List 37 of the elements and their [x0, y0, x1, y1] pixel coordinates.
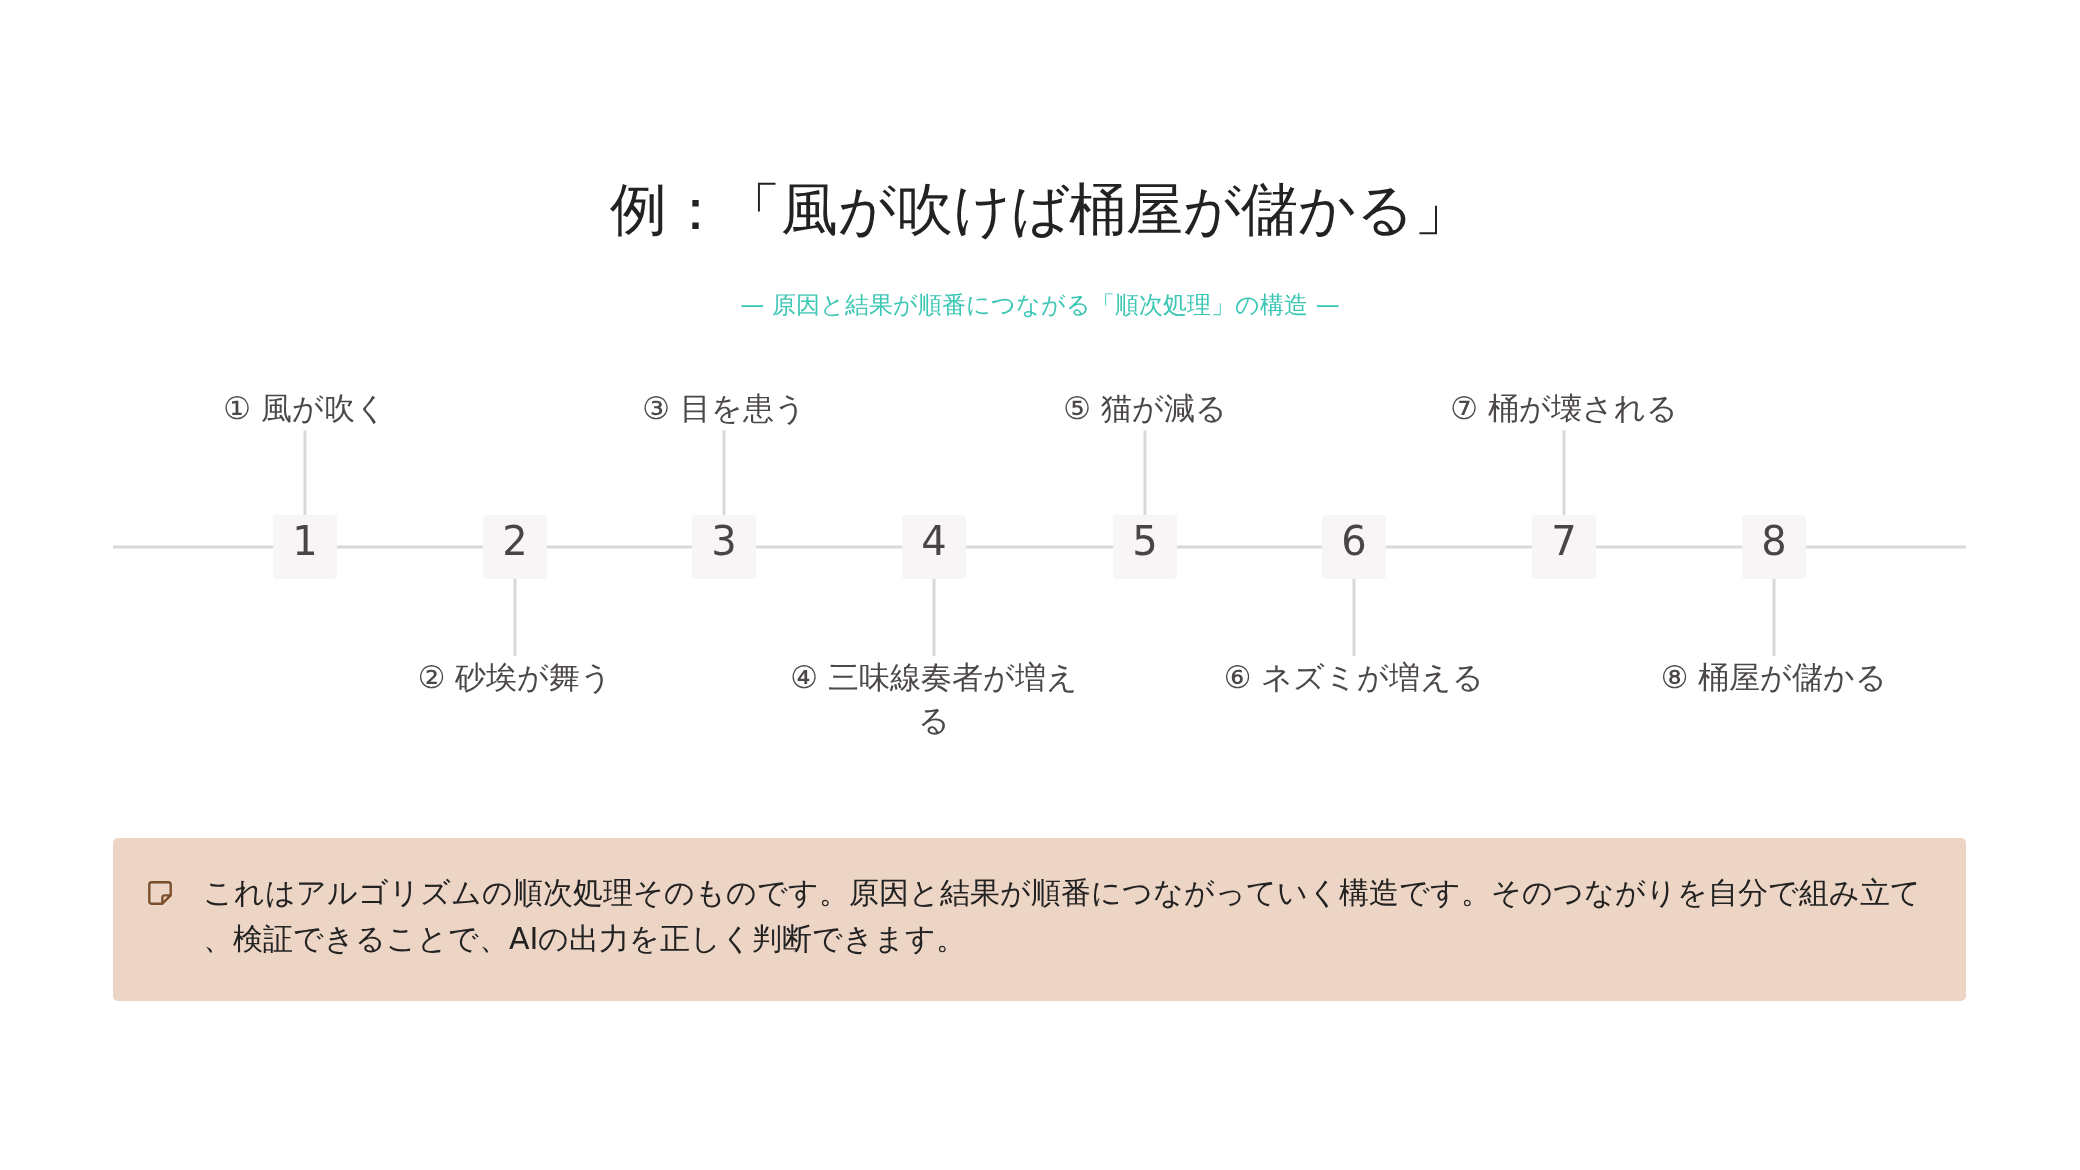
timeline-line	[756, 545, 902, 549]
leader-line	[303, 430, 307, 515]
leader-line	[1143, 430, 1147, 515]
timeline-line	[1806, 545, 1966, 549]
step-caption: ⑦ 桶が壊される	[1450, 387, 1678, 431]
timeline-line	[1177, 545, 1322, 549]
title: 例：「風が吹けば桶屋が儲かる」	[609, 175, 1471, 244]
leader-line	[1562, 430, 1566, 515]
step-number-box: 7	[1532, 515, 1596, 579]
leader-line	[722, 430, 726, 515]
leader-line	[513, 579, 517, 656]
leader-line	[1772, 579, 1776, 656]
step-number-box: 1	[273, 515, 337, 579]
note-text: これはアルゴリズムの順次処理そのものです。原因と結果が順番につながっていく構造です。そのつながりを自分で組み立て、検証できることで、AIの出力を正しく判断できます。	[203, 874, 1922, 958]
step-number-box: 4	[902, 515, 966, 579]
step-number-box: 6	[1322, 515, 1386, 579]
note-panel	[113, 838, 1966, 1001]
timeline-line	[966, 545, 1113, 549]
step-caption: ② 砂埃が舞う	[417, 656, 613, 700]
step-caption: ⑧ 桶屋が儲かる	[1660, 656, 1888, 700]
step-number-box: 3	[692, 515, 756, 579]
timeline-line	[1386, 545, 1532, 549]
step-caption: ① 風が吹く	[223, 387, 387, 431]
step-caption: ⑥ ネズミが増える	[1223, 656, 1485, 700]
step-number-box: 8	[1742, 515, 1806, 579]
step-caption: ④ 三味線奏者が増える	[781, 656, 1087, 743]
timeline-line	[547, 545, 692, 549]
step-caption: ③ 目を患う	[642, 387, 806, 431]
subtitle: — 原因と結果が順番につながる「順次処理」の構造 —	[740, 290, 1340, 322]
leader-line	[932, 579, 936, 656]
step-number-box: 5	[1113, 515, 1177, 579]
timeline-line	[337, 545, 483, 549]
leader-line	[1352, 579, 1356, 656]
timeline-line	[113, 545, 273, 549]
timeline-line	[1596, 545, 1742, 549]
step-caption: ⑤ 猫が減る	[1063, 387, 1227, 431]
step-number-box: 2	[483, 515, 547, 579]
